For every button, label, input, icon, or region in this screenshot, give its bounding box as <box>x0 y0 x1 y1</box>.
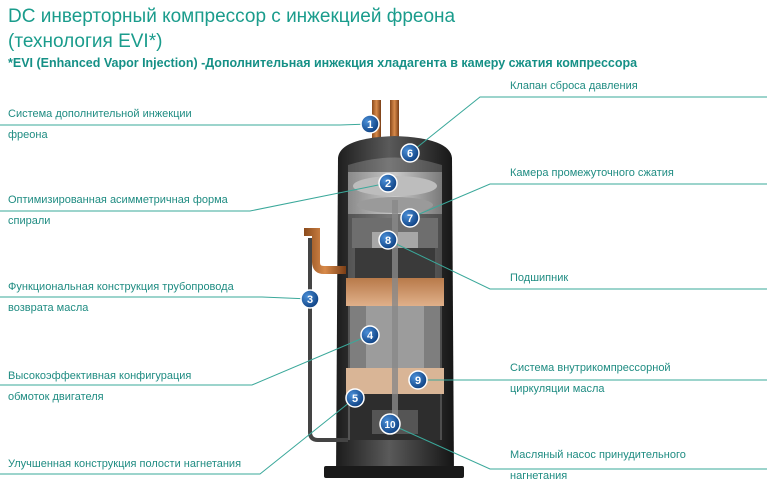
svg-text:9: 9 <box>415 375 421 387</box>
svg-text:2: 2 <box>385 178 391 190</box>
svg-text:5: 5 <box>352 393 358 405</box>
label-motor-windings: Высокоэффективная конфигурация обмоток д… <box>8 370 192 403</box>
marker-5: 5 <box>345 388 365 408</box>
svg-text:7: 7 <box>407 213 413 225</box>
svg-text:4: 4 <box>367 330 374 342</box>
marker-8: 8 <box>378 230 398 250</box>
marker-3: 3 <box>300 289 320 309</box>
marker-9: 9 <box>408 370 428 390</box>
marker-2: 2 <box>378 173 398 193</box>
label-discharge-cavity: Улучшенная конструкция полости нагнетани… <box>8 458 242 470</box>
label-oil-return-pipe: Функциональная конструкция трубопровода … <box>8 281 234 314</box>
marker-7: 7 <box>400 208 420 228</box>
page-title: DC инверторный компрессор с инжекцией фр… <box>8 4 455 54</box>
svg-text:8: 8 <box>385 235 391 247</box>
svg-text:3: 3 <box>307 294 313 306</box>
leader-lines <box>0 96 767 475</box>
title-line-1: DC инверторный компрессор с инжекцией фр… <box>8 6 456 27</box>
svg-text:10: 10 <box>384 420 396 431</box>
label-oil-pump: Масляный насос принудительного нагнетани… <box>510 449 686 482</box>
marker-4: 4 <box>360 325 380 345</box>
label-intermediate-chamber: Камера промежуточного сжатия <box>510 167 674 179</box>
svg-text:6: 6 <box>407 148 413 160</box>
markers: 1 2 3 4 5 6 7 8 <box>300 114 428 435</box>
svg-text:1: 1 <box>367 119 373 131</box>
label-oil-circulation: Система внутрикомпрессорной циркуляции м… <box>510 362 671 395</box>
label-injection-system: Система дополнительной инжекции фреона <box>8 108 192 141</box>
label-pressure-relief-valve: Клапан сброса давления <box>510 80 638 92</box>
subtitle: *EVI (Enhanced Vapor Injection) -Дополни… <box>8 56 638 70</box>
marker-10: 10 <box>379 413 401 435</box>
label-asymmetric-scroll: Оптимизированная асимметричная форма спи… <box>8 194 228 227</box>
label-bearing: Подшипник <box>510 272 569 284</box>
title-line-2: (технология EVI*) <box>8 31 163 52</box>
marker-6: 6 <box>400 143 420 163</box>
marker-1: 1 <box>360 114 380 134</box>
